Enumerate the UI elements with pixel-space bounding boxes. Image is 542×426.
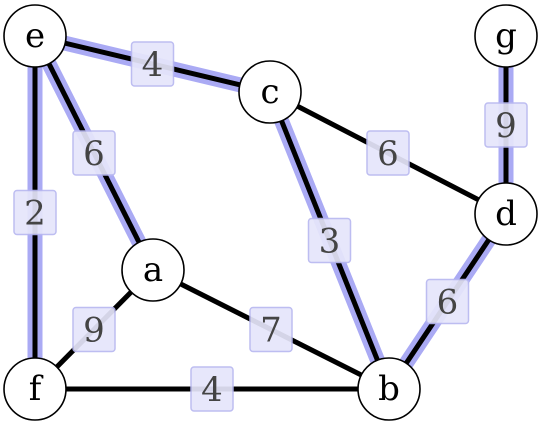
edge-weight-label-c-b: 3 [307, 217, 352, 264]
node-label: a [143, 250, 163, 290]
edge-weight-box [307, 217, 352, 264]
edge-weight-label-a-f: 9 [72, 306, 116, 353]
edge-weight-box [72, 306, 116, 353]
edge-weight-text: 3 [319, 222, 341, 262]
node-b: b [357, 357, 421, 421]
node-circle [3, 4, 67, 68]
edge-weight-box [425, 278, 470, 325]
edge-weight-box [72, 130, 116, 176]
edge-weight-text: 7 [260, 311, 282, 351]
edge-weight-box [484, 102, 528, 148]
node-label: g [495, 16, 517, 56]
edge-weight-label-g-d: 9 [484, 102, 528, 148]
node-label: b [378, 369, 400, 409]
edge-weight-label-f-b: 4 [190, 366, 234, 412]
edge-weight-label-d-b: 6 [425, 278, 470, 325]
edge-weight-text: 6 [83, 134, 105, 174]
node-f: f [3, 357, 67, 421]
node-c: c [238, 60, 302, 124]
edge-weight-text: 4 [142, 45, 164, 85]
edge-weight-box [13, 189, 57, 236]
edge-weight-text: 2 [24, 194, 46, 234]
edge-weight-text: 6 [377, 134, 399, 174]
edge-weight-text: 4 [201, 370, 223, 410]
edge-weight-label-e-f: 2 [13, 189, 57, 236]
edge-weight-box [130, 41, 175, 87]
node-label: e [25, 16, 45, 56]
node-circle [474, 4, 538, 68]
node-e: e [3, 4, 67, 68]
node-label: d [495, 194, 517, 234]
node-circle [238, 60, 302, 124]
node-g: g [474, 4, 538, 68]
edge-weight-text: 6 [437, 283, 459, 323]
node-a: a [121, 238, 185, 302]
edge-weight-text: 9 [495, 106, 517, 146]
edge-weight-label-e-c: 4 [130, 41, 175, 87]
node-label: c [260, 72, 279, 112]
edge-weight-label-e-a: 6 [72, 130, 116, 176]
node-circle [474, 182, 538, 246]
edge-weight-box [366, 130, 410, 176]
node-circle [3, 357, 67, 421]
node-d: d [474, 182, 538, 246]
node-circle [121, 238, 185, 302]
edge-weight-text: 9 [83, 311, 105, 351]
edge-weight-label-c-d: 6 [366, 130, 410, 176]
node-circle [357, 357, 421, 421]
edge-weight-box [249, 306, 293, 353]
edge-weight-box [190, 366, 234, 412]
node-layer: e c g a d f b [3, 4, 538, 421]
node-label: f [29, 369, 44, 409]
edge-weight-label-a-b: 7 [249, 306, 293, 353]
